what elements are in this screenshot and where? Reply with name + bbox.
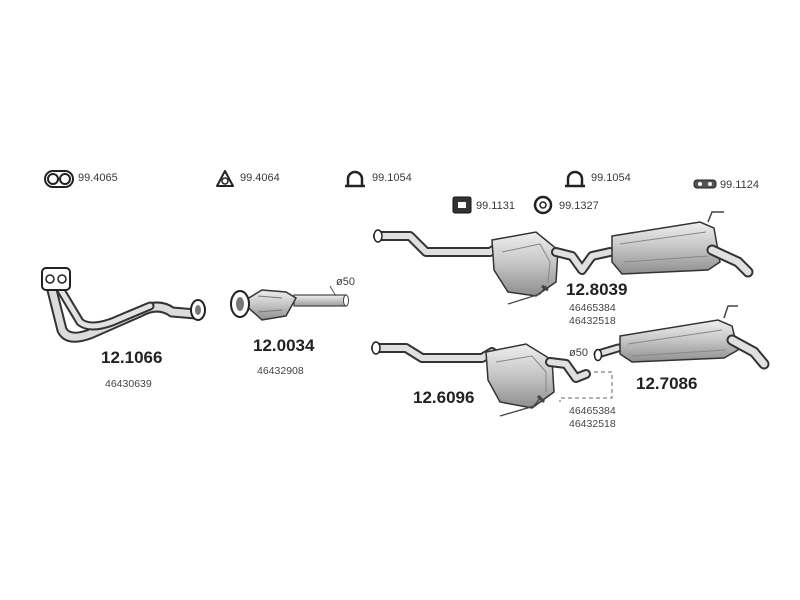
oe-number: 46465384	[569, 405, 616, 417]
part-number: 12.7086	[636, 374, 698, 393]
catalytic-converter-drawing	[230, 285, 349, 321]
accessory-code: 99.1131	[476, 200, 515, 212]
u-bolt-clamp-icon	[345, 170, 365, 188]
double-ring-clamp-icon	[44, 170, 74, 188]
u-bolt-clamp-icon	[565, 170, 585, 188]
oe-number: 46465384	[569, 302, 616, 314]
rear-silencer-upper-drawing	[611, 211, 754, 278]
triangle-gasket-icon	[216, 170, 234, 187]
accessory-code: 99.1327	[559, 200, 599, 212]
rear-silencer-drawing	[593, 305, 770, 370]
part-number: 12.1066	[101, 348, 163, 367]
front-pipe-drawing	[41, 267, 206, 343]
diameter-label: ø50	[569, 347, 588, 359]
accessory-code: 99.4065	[78, 172, 118, 184]
oe-number: 46430639	[105, 378, 152, 390]
accessory-code: 99.1054	[591, 172, 631, 184]
oe-number: 46432908	[257, 365, 304, 377]
middle-silencer-2-drawing	[371, 341, 591, 417]
block-hanger-icon	[452, 196, 472, 214]
oe-number-list: 46465384 46432518	[569, 302, 616, 328]
rubber-hanger-icon	[693, 179, 717, 189]
accessory-code: 99.1054	[372, 172, 412, 184]
oe-number: 46432518	[569, 315, 616, 328]
middle-silencer-drawing	[373, 229, 615, 305]
diameter-label: ø50	[336, 276, 355, 288]
part-number: 12.6096	[413, 388, 475, 407]
oe-number: 46432518	[569, 418, 616, 431]
ring-hanger-icon	[533, 195, 553, 215]
part-number: 12.0034	[253, 336, 315, 355]
oe-number-list: 46465384 46432518	[569, 405, 616, 431]
dashed-connector	[559, 371, 613, 402]
accessory-code: 99.4064	[240, 172, 280, 184]
part-number: 12.8039	[566, 280, 628, 299]
accessory-code: 99.1124	[720, 179, 759, 191]
